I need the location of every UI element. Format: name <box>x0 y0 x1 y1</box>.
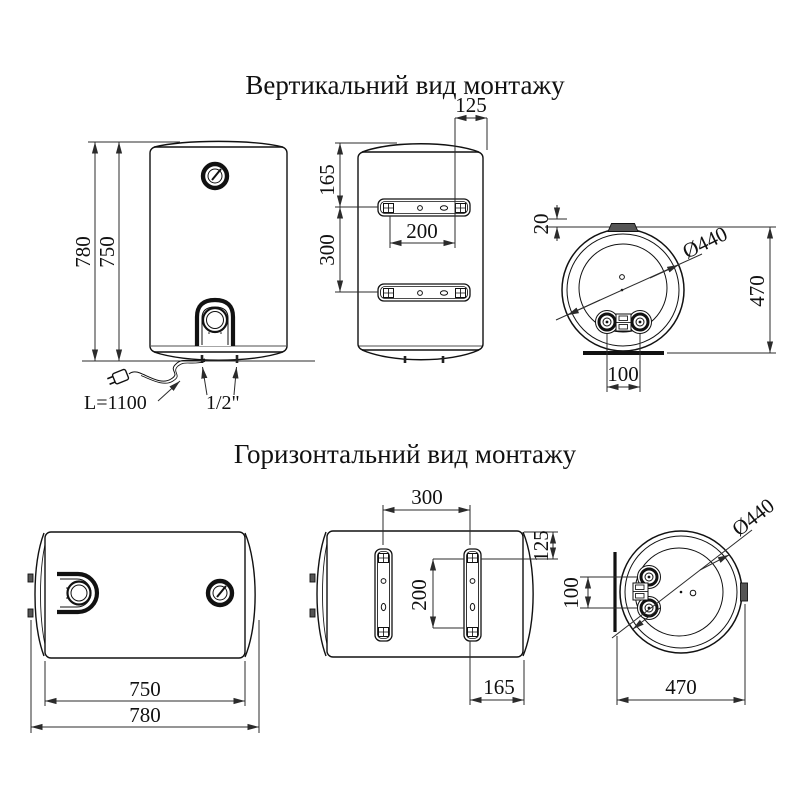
tank-bottom-cap <box>153 351 284 361</box>
vertical-section-title: Вертикальний вид монтажу <box>245 70 565 100</box>
drain-hole <box>689 589 697 597</box>
dim-label-total-height: 780 <box>71 236 95 268</box>
center-mark <box>679 590 683 594</box>
horizontal-back-view <box>309 530 534 658</box>
pipe-stub <box>309 573 316 583</box>
horizontal-front-view <box>27 531 256 659</box>
drain-hole <box>619 274 625 280</box>
dim-label-bracket-to-end: 165 <box>483 675 515 699</box>
mounting-bracket-upper <box>377 198 471 217</box>
dim-label-total-depth: 470 <box>665 675 697 699</box>
bottom-cover <box>578 243 668 333</box>
dim-label-diameter: Ø440 <box>679 221 731 263</box>
thermometer-gauge-icon <box>200 161 230 191</box>
dim-label-cable-length: L=1100 <box>84 392 147 414</box>
pipe-stub <box>27 608 34 618</box>
water-pipe-fitting <box>627 309 653 335</box>
dim-label-total-depth: 470 <box>745 275 769 307</box>
dim-label-hole-spacing: 200 <box>407 579 431 611</box>
pipe-stub <box>27 573 34 583</box>
tank-top-cap <box>153 140 284 148</box>
dim-label-tank-height: 750 <box>95 236 119 268</box>
cable-leader-line <box>157 380 181 402</box>
pipe-leader-line <box>232 366 239 396</box>
vertical-front-dimensions: 780 750 L=1100 1/2" <box>71 141 315 414</box>
dim-label-diameter: Ø440 <box>727 493 779 541</box>
stand-base <box>583 351 664 355</box>
bracket-edge-tab <box>607 223 639 232</box>
thermometer-gauge-icon <box>205 578 235 608</box>
left-cap-outer <box>316 531 327 657</box>
mounting-bracket-right <box>463 548 482 642</box>
tank-inner-shell <box>566 233 680 347</box>
water-pipe-fitting <box>594 309 620 335</box>
pipe-stub <box>309 608 316 618</box>
dim-label-hole-to-edge: 125 <box>529 530 553 562</box>
horizontal-back-dimensions: 300 200 125 165 <box>382 485 558 705</box>
dim-label-pipe-spacing: 100 <box>559 577 583 609</box>
dim-label-bracket-spacing: 300 <box>315 234 339 266</box>
dim-label-hole-spacing: 200 <box>406 219 438 243</box>
tank-body <box>357 151 484 351</box>
tank-body <box>44 531 246 659</box>
vertical-back-dimensions: 165 300 200 125 <box>315 93 488 293</box>
tank-inner-shell <box>624 535 738 649</box>
vertical-back-view <box>357 143 484 363</box>
dim-label-wall-gap: 20 <box>529 214 553 235</box>
pipe-leader-line <box>201 366 208 396</box>
thermostat-knob <box>194 297 236 346</box>
pipe-stubs <box>403 356 445 363</box>
mounting-bracket-left <box>374 548 393 642</box>
tank-body <box>149 146 288 353</box>
dim-label-hole-to-edge: 125 <box>455 93 487 117</box>
cable-gland <box>632 582 649 601</box>
right-cap <box>522 531 534 657</box>
dim-label-tank-length: 750 <box>129 677 161 701</box>
mounting-bracket-lower <box>377 283 471 302</box>
power-cable <box>128 358 206 384</box>
cable-gland <box>615 313 632 332</box>
horizontal-front-dimensions: 750 780 <box>30 620 260 733</box>
power-plug-icon <box>107 368 130 386</box>
horizontal-section-title: Горизонтальний вид монтажу <box>234 439 577 469</box>
tank-bottom-cap <box>361 349 480 361</box>
dim-label-top-to-bracket: 165 <box>315 164 339 196</box>
dim-label-pipe-thread: 1/2" <box>206 392 240 414</box>
left-cap-outer <box>34 532 45 657</box>
pipe-stubs <box>200 355 239 363</box>
right-cap <box>244 532 256 658</box>
vertical-front-view <box>149 140 288 363</box>
dim-label-total-length: 780 <box>129 703 161 727</box>
heating-flange-edge <box>740 582 748 602</box>
dim-label-pipe-spacing: 100 <box>607 362 639 386</box>
dim-label-bracket-spacing: 300 <box>411 485 443 509</box>
tank-top-cap <box>361 143 480 153</box>
thermostat-knob <box>57 571 100 615</box>
